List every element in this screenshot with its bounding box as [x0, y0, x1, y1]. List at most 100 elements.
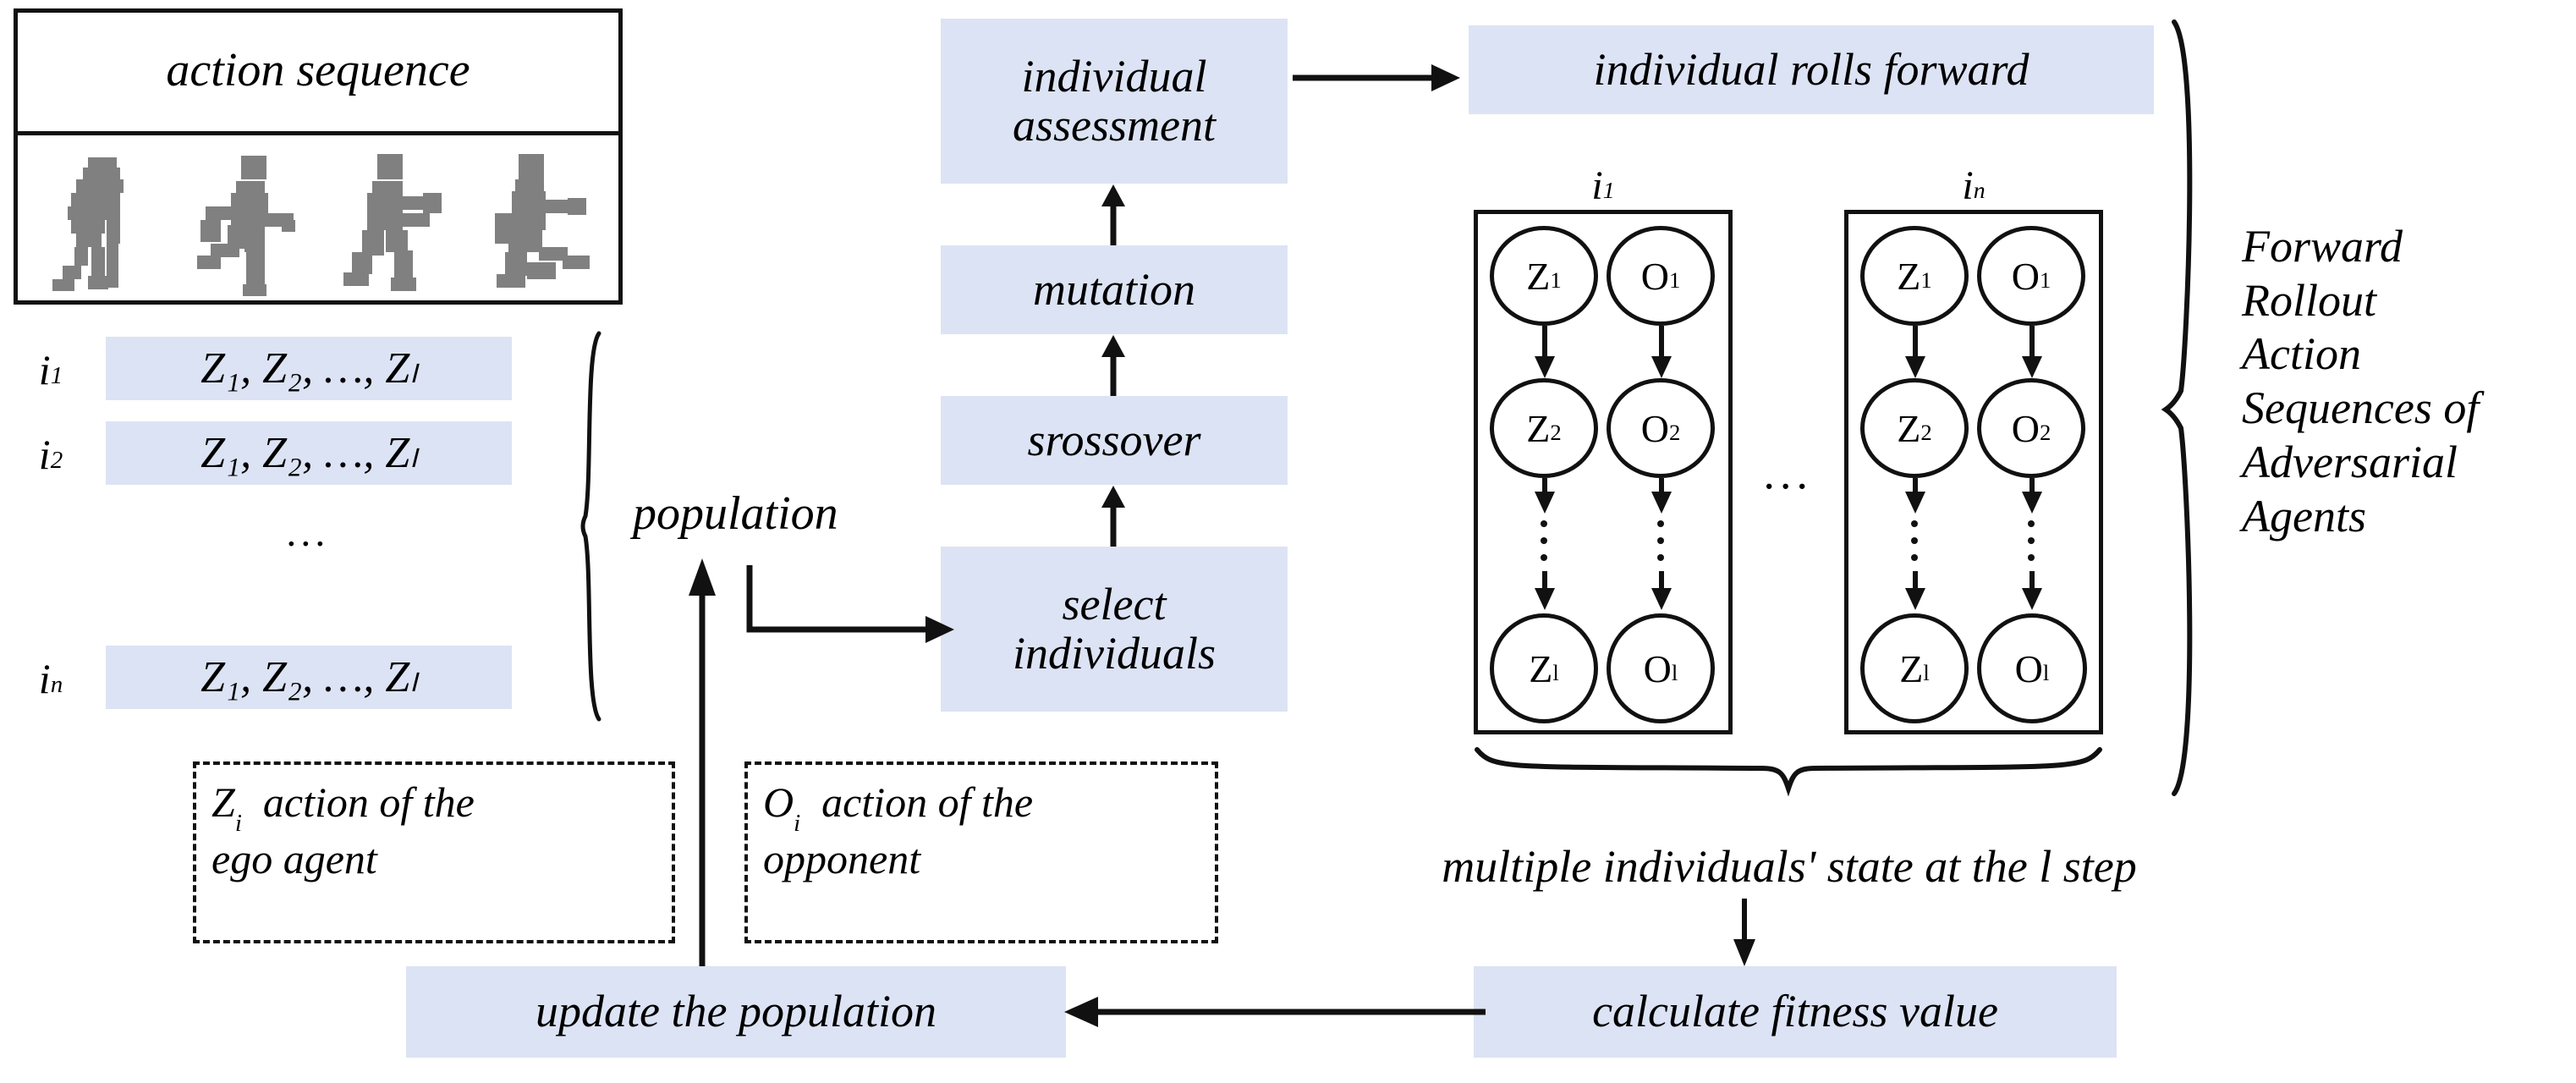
si-line1: select — [1062, 579, 1167, 630]
node-base: O — [2011, 254, 2040, 298]
legend-opp-line2: opponent — [763, 834, 921, 882]
rollout-label-sub: 1 — [1602, 178, 1615, 205]
rollout-caption: multiple individuals' state at the l ste… — [1442, 841, 2137, 893]
population-rows-ellipsis: ... — [287, 509, 331, 555]
node-sub: l — [1552, 660, 1559, 686]
arrow-select-to-crossover — [1101, 486, 1125, 547]
legend-box-ego: Zi action of the ego agent — [193, 761, 675, 943]
rollout-arrow-z2-dots — [1905, 478, 1925, 514]
action-sequence-divider — [18, 131, 618, 135]
fr-line-4: Sequences of — [2242, 382, 2480, 434]
pipeline-box-calculate-fitness-value: calculate fitness value — [1474, 966, 2117, 1058]
pipeline-box-individual-rolls-forward: individual rolls forward — [1469, 25, 2154, 114]
pipeline-box-update-the-population: update the population — [406, 966, 1066, 1058]
rollout-arrow-dots-zl — [1535, 571, 1555, 610]
figure-punch-icon — [342, 152, 443, 300]
pipeline-box-crossover: srossover — [941, 396, 1288, 485]
arrow-population-to-select — [746, 565, 954, 643]
rollout-arrow-dots-zl — [1905, 571, 1925, 610]
rollout-arrow-z2-dots — [1535, 478, 1555, 514]
rollout-arrow-z1-z2 — [1905, 326, 1925, 378]
ia-line2: assessment — [1013, 99, 1216, 151]
row-index-sub: 1 — [50, 361, 63, 389]
node-base: O — [1643, 646, 1672, 690]
arrow-update-to-population — [689, 558, 716, 1003]
pipeline-box-individual-assessment: individual assessment — [941, 19, 1288, 184]
legend-symbol-z-sub: i — [234, 810, 242, 838]
pipeline-box-mutation: mutation — [941, 245, 1288, 334]
legend-ego-line1: action of the — [262, 778, 475, 826]
node-base: Z — [1897, 254, 1921, 298]
node-sub: l — [2042, 660, 2050, 686]
legend-box-opponent: Oi action of the opponent — [744, 761, 1218, 943]
legend-symbol-o-sub: i — [794, 810, 801, 838]
legend-symbol-o: O — [763, 778, 794, 826]
pipeline-box-select-individuals: select individuals — [941, 547, 1288, 712]
population-brace — [580, 331, 601, 722]
fr-line-3: Action — [2242, 328, 2361, 380]
rollout-arrow-o1-o2 — [1651, 326, 1672, 378]
action-sequence-title: action sequence — [166, 44, 470, 97]
rollout-arrow-o2-dots — [2022, 478, 2042, 514]
node-sub: 2 — [1920, 420, 1932, 446]
rollout-vertical-ellipsis-z — [1541, 520, 1547, 571]
rollout-label-sub: n — [1973, 178, 1986, 205]
figure-run-icon — [194, 152, 295, 300]
rollout-arrow-z1-z2 — [1535, 326, 1555, 378]
arrow-mutation-to-assessment — [1101, 184, 1125, 245]
ia-line1: individual — [1021, 51, 1207, 102]
forward-rollout-brace — [2161, 19, 2193, 796]
node-base: O — [2011, 406, 2040, 450]
node-base: O — [1640, 254, 1669, 298]
row-index-base: i — [38, 655, 51, 702]
fr-line-6: Agents — [2242, 490, 2366, 542]
arrow-fitness-to-update — [1064, 997, 1486, 1027]
node-base: Z — [1526, 406, 1551, 450]
rollout-vertical-ellipsis-z — [1911, 520, 1918, 571]
node-base: Z — [1899, 646, 1924, 690]
rollout-vertical-ellipsis-o — [1657, 520, 1664, 571]
fr-line-1: Forward — [2242, 221, 2403, 272]
rollout-arrow-dots-ol — [1651, 571, 1672, 610]
rollout-arrow-dots-ol — [2022, 571, 2042, 610]
figure-kick-icon — [490, 152, 591, 300]
node-sub: 1 — [1668, 267, 1681, 294]
si-line2: individuals — [1013, 627, 1216, 679]
rollout-label-base: i — [1962, 162, 1974, 208]
rollout-label-base: i — [1591, 162, 1603, 208]
population-brace-label: population — [633, 487, 838, 540]
node-sub: 1 — [1920, 267, 1932, 294]
rollout-bottom-brace — [1475, 747, 2102, 797]
arrow-caption-to-fitness — [1733, 899, 1755, 966]
node-sub: 1 — [1550, 267, 1562, 294]
population-row-genes-2: Z₁, Z₂, …, Zₗ — [106, 421, 512, 485]
rollout-boxes-ellipsis: ... — [1764, 448, 1815, 499]
row-index-sub: 2 — [50, 446, 63, 474]
node-sub: 2 — [1550, 420, 1562, 446]
legend-symbol-z: Z — [211, 778, 235, 826]
row-index-sub: n — [50, 670, 63, 698]
arrow-crossover-to-mutation — [1101, 335, 1125, 396]
node-base: O — [1640, 406, 1669, 450]
node-base: O — [2014, 646, 2043, 690]
node-sub: 1 — [2039, 267, 2051, 294]
arrow-assessment-to-rollsforward — [1293, 64, 1460, 91]
node-base: Z — [1526, 254, 1551, 298]
node-sub: l — [1923, 660, 1930, 686]
row-index-base: i — [38, 346, 51, 393]
